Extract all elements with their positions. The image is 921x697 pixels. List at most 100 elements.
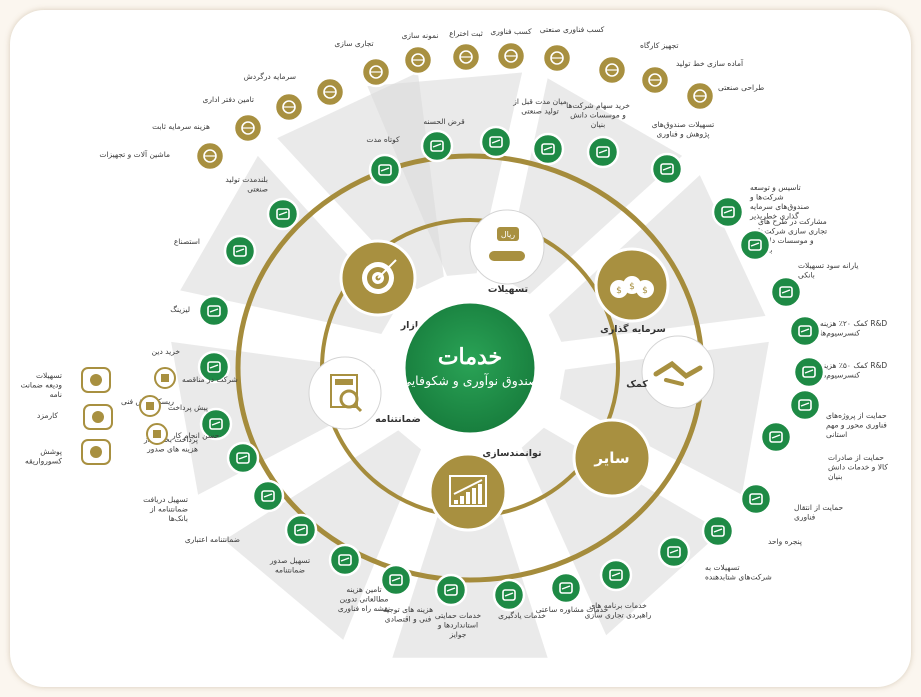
map-iran-icon <box>802 366 816 378</box>
gold-service-label: ثبت اختراع <box>449 29 483 38</box>
guarantee-sub-node[interactable]: حسن انجام کار <box>146 423 220 445</box>
gold-service-node[interactable]: تامین دفتر اداری <box>203 91 305 123</box>
gold-service-node[interactable]: هزینه سرمایه ثابت <box>152 112 264 144</box>
gold-service-node[interactable]: کسب فناوری <box>490 27 532 72</box>
spoke-wedge <box>224 430 422 640</box>
rial-badge: ریال <box>501 230 515 239</box>
service-node[interactable]: ضمانتنامه اعتباری <box>185 513 318 547</box>
main-category-4[interactable]: توانمندسازی <box>428 448 542 532</box>
handshake-icon <box>653 360 703 386</box>
guarantee-sub-label: حسن انجام کار <box>171 431 220 440</box>
guarantee-tertiary-node[interactable]: کارمزد <box>37 404 113 430</box>
gold-service-node[interactable]: نمونه سازی <box>402 31 439 76</box>
service-node[interactable]: استصناع <box>174 234 257 268</box>
paper-plane-icon <box>411 53 425 67</box>
gold-service-node[interactable]: ثبت اختراع <box>449 29 483 73</box>
presentation-icon <box>502 589 516 601</box>
coin-people-icon <box>609 569 623 581</box>
gold-service-label: هزینه سرمایه ثابت <box>152 122 210 131</box>
coin-cycle-icon <box>389 574 403 586</box>
service-node-label: قرض الحسنه <box>423 117 465 126</box>
factory-icon <box>276 208 290 220</box>
service-node[interactable]: خرید دین <box>152 347 231 384</box>
hand-cash-icon <box>90 374 102 386</box>
main-category-1[interactable]: $$$سرمایه گذاری <box>594 247 670 335</box>
gold-service-node[interactable]: تجاری سازی <box>334 39 392 88</box>
bulb-icon <box>459 50 473 64</box>
service-node[interactable]: خدمات یادگیری <box>498 571 583 620</box>
main-category-label: کمک <box>626 379 648 390</box>
service-node-label: خدمات یادگیری <box>498 611 546 620</box>
gold-service-label: سرمایه درگردش <box>244 72 296 81</box>
gold-service-node[interactable]: طراحی صنعتی <box>684 80 764 112</box>
center-circle <box>402 300 538 436</box>
guarantee-sub-node[interactable]: پیش پرداخت <box>139 395 208 417</box>
main-category-label: توانمندسازی <box>482 448 541 459</box>
umbrella-icon <box>748 239 762 251</box>
service-node[interactable]: خدمات مشاوره ساعتی <box>536 558 633 614</box>
production-line-icon <box>648 73 662 87</box>
money-bag-20-icon <box>779 286 793 298</box>
gold-service-label: تجاری سازی <box>334 39 373 48</box>
percent-doc-icon <box>338 554 352 566</box>
main-category-5[interactable]: ضمانتنامه <box>308 356 421 430</box>
center-subtitle: صندوق نوآوری و شکوفایی <box>401 372 539 389</box>
money-bag-50-icon <box>798 325 812 337</box>
gold-service-node[interactable]: ماشین آلات و تجهیزات <box>99 140 226 172</box>
service-node[interactable]: کوتاه مدت <box>366 135 402 187</box>
crossed-arrows-icon <box>207 305 221 317</box>
main-category-3[interactable]: سایر <box>572 418 652 498</box>
money-bags-icon: $$$ <box>610 276 654 298</box>
export-icon <box>798 399 812 411</box>
svg-text:$: $ <box>642 286 648 296</box>
service-node-label: پنجره واحد <box>768 537 802 546</box>
people-meeting-icon <box>559 582 573 594</box>
gold-service-node[interactable]: آماده سازی خط تولید <box>639 58 744 96</box>
guarantee-sub-node[interactable]: شرکت در مناقصه <box>154 367 238 389</box>
gold-service-node[interactable]: تجهیز کارگاه <box>596 41 678 86</box>
service-node[interactable]: قرض الحسنه <box>420 117 465 163</box>
gold-service-label: ماشین آلات و تجهیزات <box>99 149 170 159</box>
guarantee-tertiary-label: کارمزد <box>37 411 58 420</box>
main-category-2[interactable]: کمک <box>626 335 715 409</box>
svg-text:$: $ <box>616 286 622 296</box>
gold-service-node[interactable]: کسب فناوری صنعتی <box>540 25 605 74</box>
main-category-label: سایر <box>593 449 629 467</box>
service-node[interactable]: لیزینگ <box>170 294 231 328</box>
coins-icon <box>92 411 104 423</box>
people-window-icon <box>749 493 763 505</box>
gold-service-node[interactable]: سرمایه درگردش <box>244 72 346 108</box>
service-node-label: خرید دین <box>152 347 181 356</box>
checklist-icon <box>153 430 161 438</box>
service-node-label: کوتاه مدت <box>366 135 400 144</box>
group-icon <box>667 546 681 558</box>
service-node[interactable]: پنجره واحد <box>739 482 802 546</box>
